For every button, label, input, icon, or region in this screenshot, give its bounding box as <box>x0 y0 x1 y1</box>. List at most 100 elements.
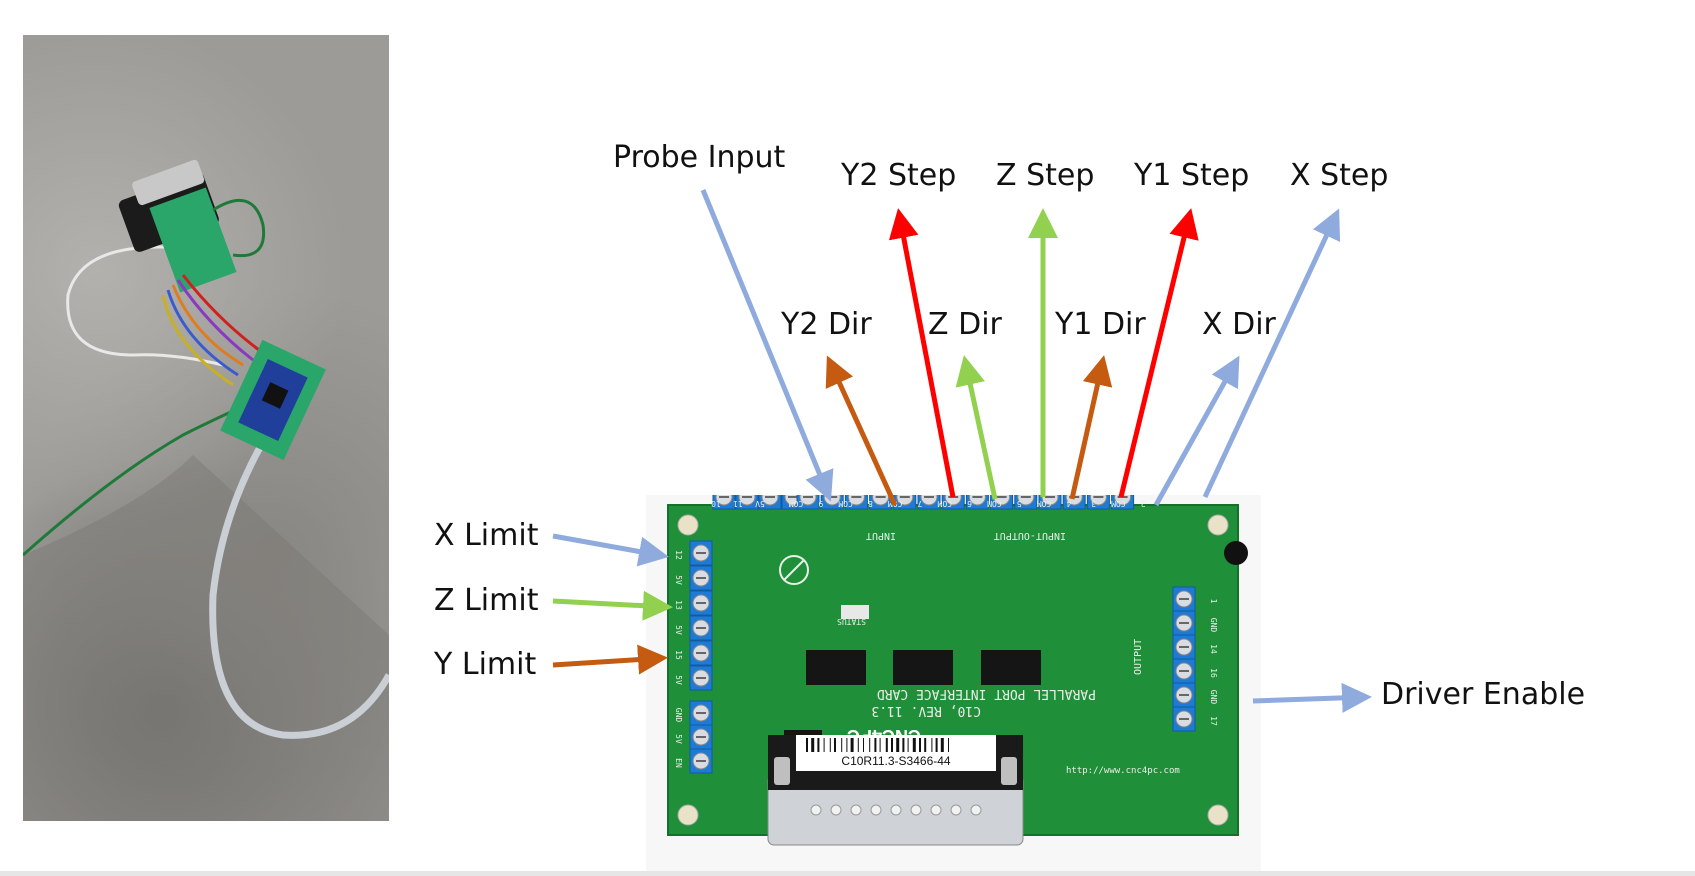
limit-terminal-block: 12 5V 13 5V 15 5V <box>674 540 713 691</box>
pin-label: COM <box>1111 499 1126 508</box>
z-limit-label: Z Limit <box>434 583 539 618</box>
io-header-label: INPUT-OUTPUT <box>994 530 1066 541</box>
terminal-screw <box>689 565 713 591</box>
terminal-screw <box>844 495 868 510</box>
terminal-screw <box>689 748 713 774</box>
x-step-arrow <box>1202 208 1341 499</box>
terminal-screw <box>689 540 713 566</box>
status-label: STATUS <box>837 617 866 626</box>
pin-label: 5V <box>755 499 765 508</box>
z-dir-label: Z Dir <box>928 307 1002 342</box>
pin-label: 11 <box>733 499 743 508</box>
y2-dir-arrow <box>825 355 898 507</box>
pin-label: 16 <box>1209 668 1218 678</box>
y1-dir-arrow <box>1069 355 1113 500</box>
pin-label: 6 <box>967 499 972 508</box>
pin-label: COM <box>1037 499 1052 508</box>
probe-input-label: Probe Input <box>613 140 786 175</box>
y-limit-label: Y Limit <box>434 647 537 682</box>
wiring-photo-drawing <box>23 159 389 821</box>
x-dir-arrow <box>1153 355 1240 507</box>
pin-label: COM <box>789 499 804 508</box>
y-limit-arrow <box>552 644 668 675</box>
pin-label: GND <box>1209 690 1218 705</box>
pin-label: 13 <box>674 600 683 610</box>
y1-step-label: Y1 Step <box>1134 158 1250 193</box>
pin-label: COM <box>987 499 1002 508</box>
output-header-label: OUTPUT <box>1133 639 1144 675</box>
pin-label: 15 <box>674 650 683 660</box>
pin-label: 4 <box>1066 499 1071 508</box>
driver-enable-label: Driver Enable <box>1381 677 1586 712</box>
pin-label: 5V <box>674 734 683 744</box>
board-url: http://www.cnc4pc.com <box>1066 766 1180 776</box>
x-step-label: X Step <box>1290 158 1389 193</box>
board-revision: C10, REV. 11.3 <box>871 703 981 718</box>
terminal-screw <box>712 495 736 510</box>
y1-step-arrow <box>1118 208 1199 498</box>
pin-label: COM <box>838 499 853 508</box>
terminal-screw <box>689 665 713 691</box>
power-terminal-block: GND 5V EN <box>674 700 713 774</box>
terminal-screw <box>758 495 782 510</box>
input-header-label: INPUT <box>866 530 896 541</box>
pin-label: GND <box>674 708 683 723</box>
ic-chip <box>806 650 866 685</box>
pin-label: EN <box>674 758 683 768</box>
pin-label: 17 <box>1209 716 1218 726</box>
terminal-screw <box>689 590 713 616</box>
pin-label: GND <box>1209 618 1218 633</box>
pin-label: 3 <box>1091 499 1096 508</box>
terminal-screw <box>1086 495 1110 510</box>
terminal-screw <box>1172 706 1196 732</box>
bottom-divider <box>0 871 1695 876</box>
pin-label: COM <box>937 499 952 508</box>
terminal-screw <box>1111 495 1135 510</box>
z-step-label: Z Step <box>996 158 1095 193</box>
x-limit-arrow <box>552 533 669 567</box>
driver-enable-arrow <box>1252 682 1372 713</box>
terminal-screw <box>965 495 989 510</box>
z-dir-arrow <box>955 355 998 500</box>
y2-step-label: Y2 Step <box>841 158 957 193</box>
terminal-screw <box>941 495 965 510</box>
io-terminal-block <box>796 495 1135 510</box>
db25-pins <box>810 804 982 816</box>
pin-label: 8 <box>868 499 873 508</box>
y1-dir-label: Y1 Dir <box>1055 307 1146 342</box>
terminal-screw <box>1172 634 1196 660</box>
terminal-screw <box>1172 682 1196 708</box>
pin-label: 5V <box>674 625 683 635</box>
terminal-screw <box>735 495 759 510</box>
y2-step-arrow <box>888 208 956 498</box>
terminal-screw <box>1172 586 1196 612</box>
pin-label: 5V <box>674 675 683 685</box>
terminal-screw <box>1038 495 1062 510</box>
ic-chip <box>893 650 953 685</box>
x-dir-label: X Dir <box>1202 307 1276 342</box>
pin-label: 14 <box>1209 644 1218 654</box>
pin-label: 5V <box>674 575 683 585</box>
ic-chip <box>981 650 1041 685</box>
pin-label: 12 <box>674 550 683 560</box>
barcode-text: C10R11.3-S3466-44 <box>841 754 951 768</box>
terminal-screw <box>689 640 713 666</box>
terminal-screw <box>689 615 713 641</box>
terminal-screw <box>1172 658 1196 684</box>
pin-label: 2 <box>1141 499 1146 508</box>
terminal-screw <box>1172 610 1196 636</box>
terminal-screw <box>1014 495 1038 510</box>
pin-label: 9 <box>818 499 823 508</box>
y2-dir-label: Y2 Dir <box>781 307 872 342</box>
pin-label: 10 <box>711 499 721 508</box>
pin-label: 7 <box>917 499 922 508</box>
pin-label: 1 <box>1209 599 1218 604</box>
z-limit-arrow <box>552 590 673 621</box>
probe-input-arrow <box>700 189 834 502</box>
terminal-screw <box>917 495 941 510</box>
board-title: PARALLEL PORT INTERFACE CARD <box>877 686 1096 701</box>
